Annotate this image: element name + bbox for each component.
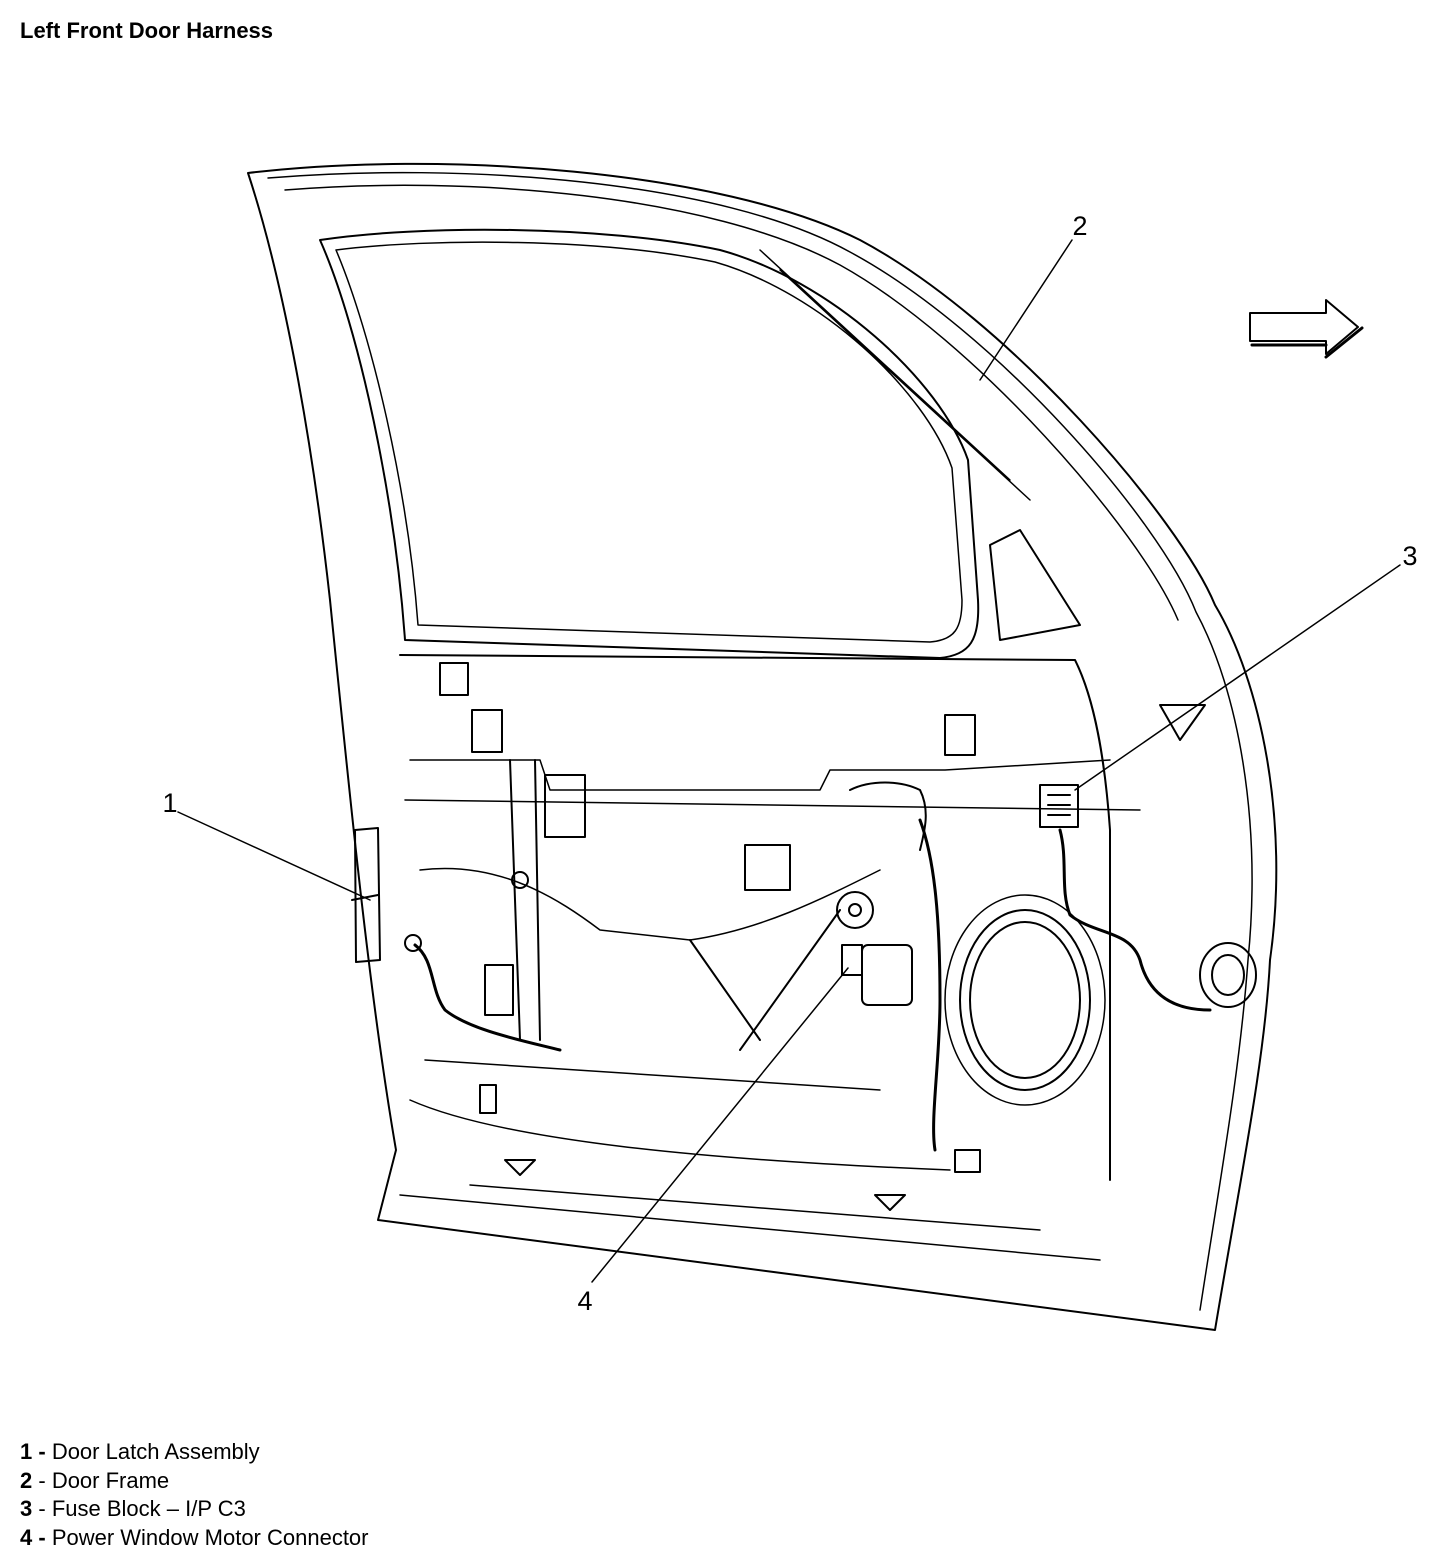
inner-panel-belt bbox=[399, 654, 1111, 1181]
window-opening bbox=[319, 228, 980, 659]
callout-3: 3 bbox=[1402, 541, 1417, 571]
callout-1: 1 bbox=[162, 788, 177, 818]
legend-item-2: 2 - Door Frame bbox=[20, 1467, 170, 1493]
leader-line-3 bbox=[1074, 564, 1401, 791]
callout-4: 4 bbox=[577, 1286, 592, 1316]
leader-line-2 bbox=[979, 239, 1073, 381]
harness-grommet bbox=[1199, 942, 1257, 1008]
speaker bbox=[959, 909, 1091, 1091]
mirror-patch bbox=[989, 529, 1081, 641]
leader-line-1 bbox=[177, 811, 371, 901]
legend-item-3: 3 - Fuse Block – I/P C3 bbox=[20, 1496, 246, 1521]
arrow-right-icon bbox=[1249, 299, 1359, 355]
motor-connector bbox=[841, 944, 863, 976]
window-motor bbox=[861, 944, 913, 1006]
regulator-rail bbox=[509, 759, 521, 1041]
door-frame-outline bbox=[247, 162, 1278, 1331]
door-frame-inner-flange bbox=[267, 171, 1253, 1311]
regulator-pivot bbox=[836, 891, 874, 929]
diagram-title: Left Front Door Harness bbox=[20, 18, 274, 43]
legend-item-1: 1 - Door Latch Assembly bbox=[20, 1439, 260, 1464]
fuse-block-connector bbox=[1039, 784, 1079, 828]
door-latch bbox=[354, 827, 381, 963]
legend-item-4: 4 - Power Window Motor Connector bbox=[20, 1524, 369, 1550]
leader-line-4 bbox=[591, 967, 849, 1283]
callout-2: 2 bbox=[1072, 211, 1087, 241]
legend: 1 - Door Latch Assembly 2 - Door Frame 3… bbox=[20, 1438, 369, 1552]
wire-harness bbox=[1058, 828, 1212, 1012]
